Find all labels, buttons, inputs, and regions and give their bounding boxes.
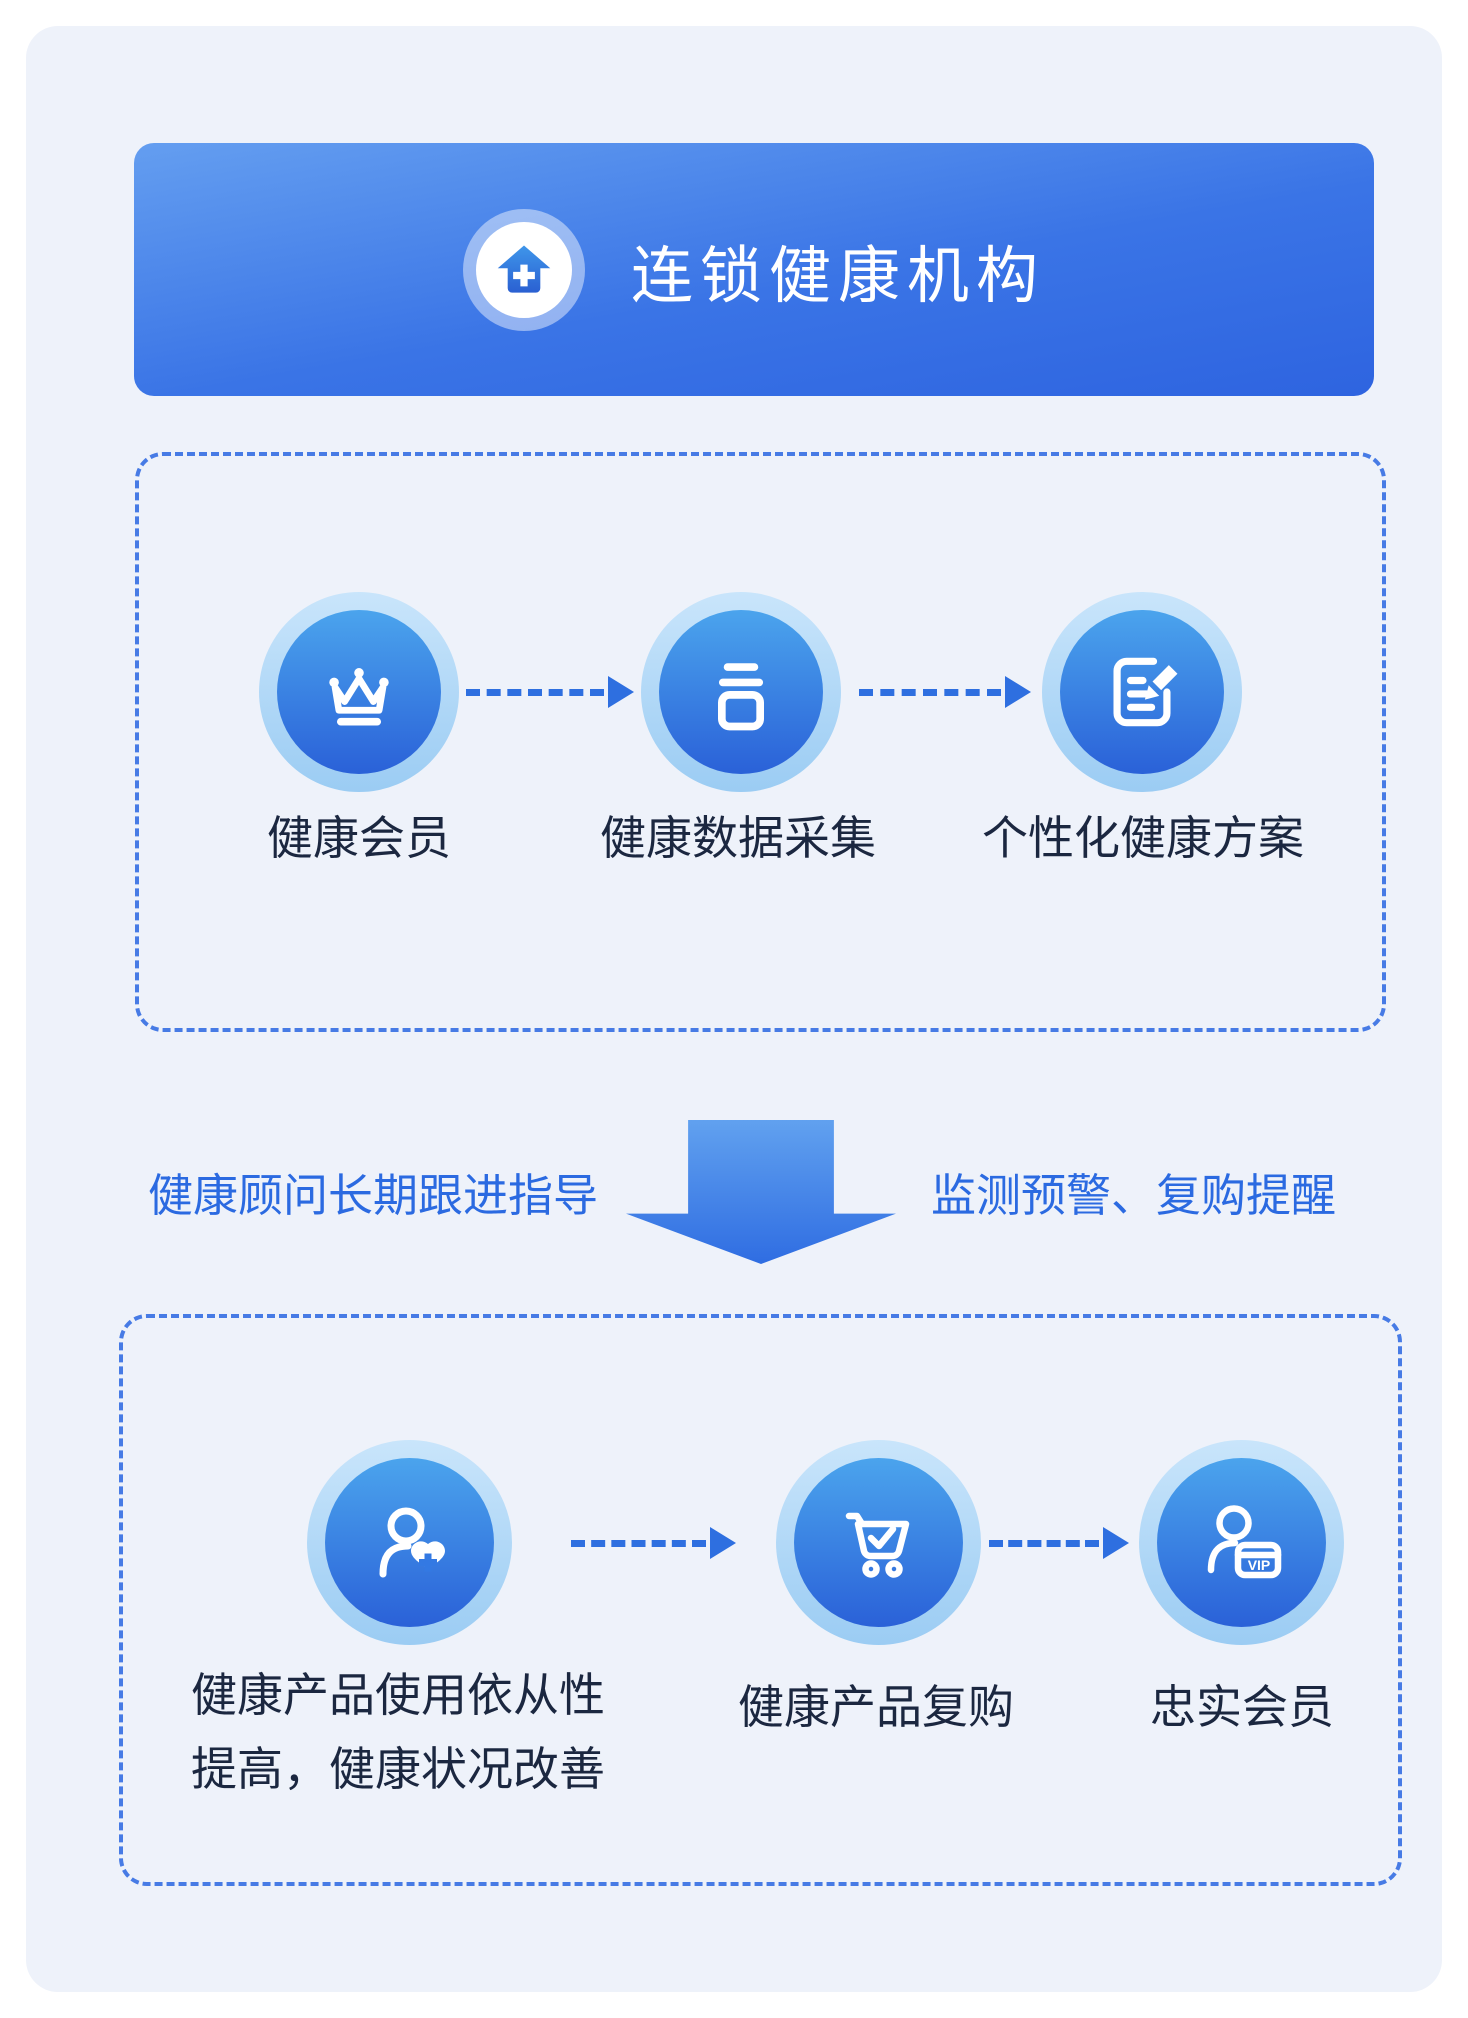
house-medical-icon	[462, 208, 585, 331]
edit-plan-icon	[1060, 610, 1224, 774]
stage2-label-compliance-line1: 健康产品使用依从性	[191, 1669, 605, 1721]
stage1-label-data: 健康数据采集	[600, 812, 876, 864]
vip-member-icon: VIP	[1157, 1458, 1326, 1627]
stage2-arrow-1	[571, 1526, 736, 1560]
stage2-label-repurchase: 健康产品复购	[738, 1681, 1014, 1733]
stage2-label-compliance-line2: 提高，健康状况改善	[191, 1743, 605, 1795]
transition-note-left: 健康顾问长期跟进指导	[148, 1170, 599, 1221]
stage2-arrow-2	[989, 1526, 1129, 1560]
stage2-node-compliance	[307, 1440, 512, 1645]
stage1-arrow-2	[859, 675, 1031, 709]
stage2-node-repurchase	[776, 1440, 981, 1645]
stage1-label-plan: 个性化健康方案	[982, 812, 1304, 864]
arrowhead-icon	[1103, 1527, 1129, 1559]
dashed-line	[571, 1539, 706, 1547]
arrowhead-icon	[608, 676, 634, 708]
arrowhead-icon	[1005, 676, 1031, 708]
data-collect-icon	[659, 610, 823, 774]
cart-check-icon	[794, 1458, 963, 1627]
user-heart-icon	[325, 1458, 494, 1627]
stage1-label-member: 健康会员	[267, 812, 451, 864]
crown-icon	[277, 610, 441, 774]
page-title: 连锁健康机构	[630, 241, 1045, 311]
dashed-line	[859, 688, 1001, 696]
vip-badge-text: VIP	[1247, 1557, 1270, 1573]
stage2-label-compliance: 健康产品使用依从性 提高，健康状况改善	[191, 1658, 605, 1806]
stage1-node-member	[259, 592, 459, 792]
stage1-node-plan	[1042, 592, 1242, 792]
stage2-node-loyal: VIP	[1139, 1440, 1344, 1645]
arrowhead-icon	[710, 1527, 736, 1559]
background-card: 连锁健康机构	[26, 26, 1442, 1992]
stage1-node-data	[641, 592, 841, 792]
dashed-line	[989, 1539, 1099, 1547]
header-banner: 连锁健康机构	[134, 143, 1374, 396]
stage1-box	[135, 452, 1386, 1032]
down-arrow-icon	[626, 1120, 896, 1264]
transition-note-right: 监测预警、复购提醒	[931, 1170, 1337, 1221]
house-medical-icon-disc	[475, 221, 572, 318]
stage2-box	[119, 1314, 1402, 1886]
dashed-line	[466, 688, 604, 696]
stage1-arrow-1	[466, 675, 634, 709]
stage2-label-loyal: 忠实会员	[1150, 1681, 1334, 1733]
